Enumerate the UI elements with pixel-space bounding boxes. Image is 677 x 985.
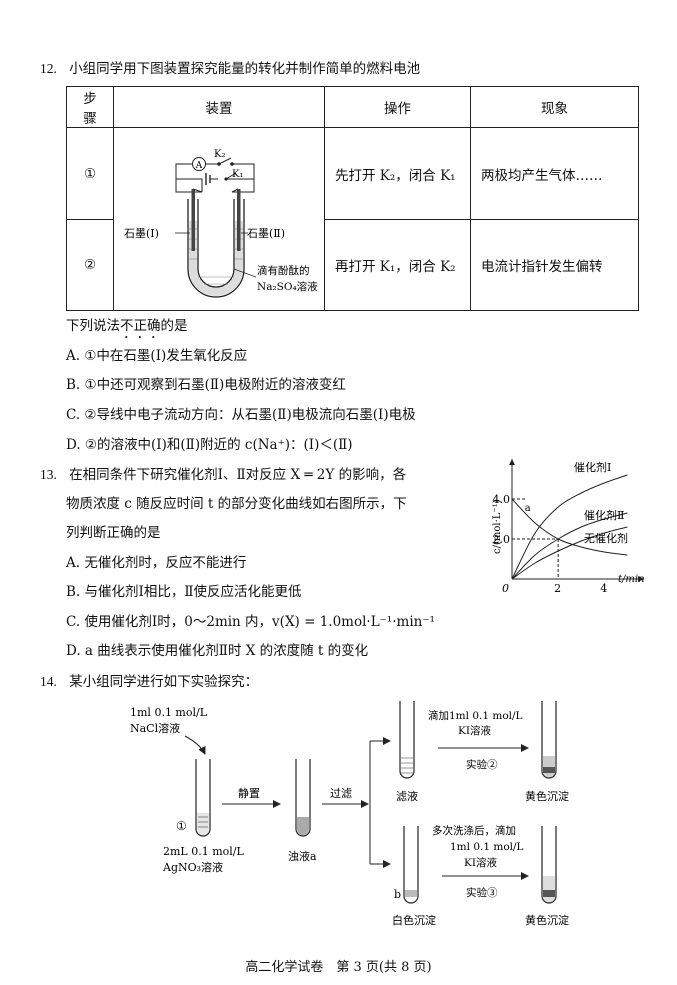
solution-label-line2: Na₂SO₄溶液 bbox=[257, 280, 318, 293]
q13-stem-line2: 物质浓度 c 随反应时间 t 的部分变化曲线如右图所示，下 bbox=[66, 496, 407, 512]
y-axis-arrow bbox=[509, 459, 515, 465]
solution-label-line1: 滴有酚酞的 bbox=[257, 264, 310, 277]
exp2-reagent-line2: KI溶液 bbox=[458, 724, 491, 737]
table-cell: ② bbox=[66, 219, 114, 311]
series-label: 无催化剂 bbox=[584, 531, 628, 545]
q13-option-b[interactable]: B. 与催化剂Ⅰ相比，Ⅱ使反应活化能更低 bbox=[66, 584, 302, 600]
table-header: 步骤 bbox=[66, 86, 114, 128]
q12-table: 步骤 装置 操作 现象 ① A bbox=[66, 86, 639, 311]
series-label: 催化剂Ⅰ bbox=[574, 460, 611, 474]
test-tube-exp2-result bbox=[541, 701, 557, 779]
test-tube-1 bbox=[195, 759, 211, 837]
table-cell: 电流计指针发生偏转 bbox=[470, 219, 639, 311]
x-tick-label: 0 bbox=[502, 582, 509, 595]
x-tick-label: 2 bbox=[554, 582, 561, 595]
q12-option-b[interactable]: B. ①中还可观察到石墨(Ⅱ)电极附近的溶液变红 bbox=[66, 377, 346, 393]
exp3-result-label: 黄色沉淀 bbox=[525, 913, 569, 927]
agno3-line1: 2mL 0.1 mol/L bbox=[163, 845, 244, 858]
table-header: 操作 bbox=[324, 86, 471, 128]
k1-label: K₁ bbox=[232, 169, 243, 180]
table-cell: 两极均产生气体…… bbox=[470, 127, 639, 220]
x-axis-arrow bbox=[638, 576, 644, 582]
tube-b-label: b bbox=[394, 888, 401, 901]
test-tube-white-ppt bbox=[403, 826, 419, 904]
exp2-result-label: 黄色沉淀 bbox=[525, 789, 569, 803]
filtrate-label: 滤液 bbox=[396, 789, 418, 803]
q14-stem: 14. 某小组同学进行如下实验探究： bbox=[40, 674, 259, 690]
y-axis-label: c/(mol·L⁻¹) bbox=[492, 499, 503, 554]
q12-prompt: 下列说法不正确的是 bbox=[66, 318, 188, 334]
k2-label: K₂ bbox=[214, 149, 225, 160]
curve-a-label: a bbox=[525, 503, 531, 514]
exp3-reagent-line3: KI溶液 bbox=[464, 856, 497, 869]
series-line bbox=[511, 474, 628, 580]
table-cell: 再打开 K₁，闭合 K₂ bbox=[324, 219, 471, 311]
q12-stem: 12. 小组同学用下图装置探究能量的转化并制作简单的燃料电池 bbox=[40, 61, 421, 77]
white-ppt-label: 白色沉淀 bbox=[392, 913, 436, 927]
test-tube-exp3-result bbox=[541, 826, 557, 904]
y-tick-label: 4.0 bbox=[493, 493, 511, 506]
y-tick-label: 2.0 bbox=[493, 533, 511, 546]
turbid-label: 浊液a bbox=[288, 849, 317, 863]
electrode-i-label: 石墨(Ⅰ) bbox=[124, 227, 159, 240]
table-header: 装置 bbox=[113, 86, 325, 128]
q14-experiment-diagram: 1ml 0.1 mol/L NaCl溶液 ① 2mL 0.1 mol/L AgN… bbox=[130, 701, 569, 927]
table-cell: ① bbox=[66, 127, 114, 220]
filter-step-label: 过滤 bbox=[330, 787, 352, 800]
page-footer: 高二化学试卷 第 3 页(共 8 页) bbox=[245, 960, 432, 975]
exp3-label: 实验③ bbox=[466, 886, 498, 899]
series-label: 催化剂Ⅱ bbox=[584, 508, 624, 522]
q13-option-a[interactable]: A. 无催化剂时，反应不能进行 bbox=[66, 555, 247, 571]
nacl-reagent-line1: 1ml 0.1 mol/L bbox=[130, 706, 208, 719]
q13-stem-line1: 13. 在相同条件下研究催化剂Ⅰ、Ⅱ对反应 X ═ 2Y 的影响，各 bbox=[40, 467, 407, 483]
electrode-ii-label: 石墨(Ⅱ) bbox=[247, 227, 285, 240]
q13-stem-line3: 列判断正确的是 bbox=[66, 525, 161, 541]
ammeter-label: A bbox=[195, 161, 203, 171]
exp2-label: 实验② bbox=[466, 758, 498, 771]
q12-option-c[interactable]: C. ②导线中电子流动方向：从石墨(Ⅱ)电极流向石墨(Ⅰ)电极 bbox=[66, 407, 416, 423]
test-tube-filtrate bbox=[399, 701, 415, 779]
exp3-reagent-line1: 多次洗涤后，滴加 bbox=[432, 824, 516, 837]
agno3-line2: AgNO₃溶液 bbox=[162, 860, 223, 874]
electrolysis-apparatus-diagram: A K₂ K₁ bbox=[124, 149, 318, 298]
stand-step-label: 静置 bbox=[238, 786, 260, 800]
apparatus-cell: A K₂ K₁ bbox=[113, 127, 325, 311]
table-cell: 先打开 K₂，闭合 K₁ bbox=[324, 127, 471, 220]
test-tube-turbid bbox=[295, 759, 311, 837]
q12-option-d[interactable]: D. ②的溶液中(Ⅰ)和(Ⅱ)附近的 c(Na⁺)：(Ⅰ)＜(Ⅱ) bbox=[66, 437, 353, 453]
series-line bbox=[511, 498, 628, 556]
q12-option-a[interactable]: A. ①中在石墨(Ⅰ)发生氧化反应 bbox=[66, 348, 248, 364]
q13-option-c[interactable]: C. 使用催化剂Ⅰ时，0～2min 内，v(X) = 1.0mol·L⁻¹·mi… bbox=[66, 614, 435, 630]
q13-option-d[interactable]: D. a 曲线表示使用催化剂Ⅱ时 X 的浓度随 t 的变化 bbox=[66, 643, 369, 659]
series-line bbox=[511, 512, 628, 580]
nacl-reagent-line2: NaCl溶液 bbox=[130, 721, 180, 735]
x-tick-label: 4 bbox=[600, 582, 607, 595]
series-line bbox=[511, 526, 628, 580]
exp2-reagent-line1: 滴加1ml 0.1 mol/L bbox=[428, 709, 523, 722]
exp3-reagent-line2: 1ml 0.1 mol/L bbox=[450, 841, 524, 853]
table-header: 现象 bbox=[470, 86, 639, 128]
tube-1-label: ① bbox=[176, 819, 187, 833]
